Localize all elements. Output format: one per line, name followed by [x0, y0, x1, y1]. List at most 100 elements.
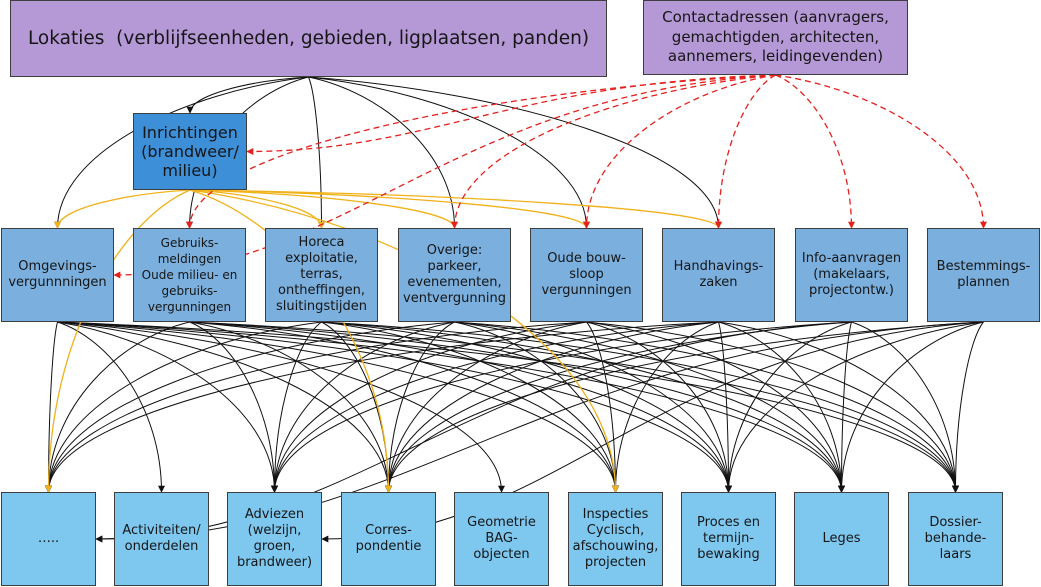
node-overig: ….. — [1, 492, 96, 586]
connector-arrow — [189, 321, 619, 493]
connector-arrow — [189, 321, 392, 493]
connector-arrow — [45, 321, 322, 493]
connector-arrow — [851, 321, 959, 493]
node-gebruiksmeldingen: Gebruiks- meldingen Oude milieu- en gebr… — [133, 228, 246, 322]
node-bestemmingsplannen: Bestemmings- plannen — [927, 228, 1040, 322]
connector-arrow — [57, 321, 165, 493]
node-lokaties: Lokaties (verblijfseenheden, gebieden, l… — [10, 0, 607, 77]
connector-arrow — [189, 321, 278, 493]
connector-arrow — [45, 321, 190, 493]
node-info-aanvragen: Info-aanvragen (makelaars, projectontw.) — [795, 228, 908, 322]
connector-arrow — [385, 321, 984, 493]
connector-arrow — [57, 321, 959, 493]
connector-arrow — [246, 74, 776, 155]
connector-arrow — [189, 321, 845, 493]
connector-arrow — [718, 321, 959, 493]
connector-arrow — [838, 321, 984, 493]
node-dossierbehandelaars: Dossier- behande- laars — [908, 492, 1003, 586]
connector-arrow — [45, 321, 58, 493]
node-label: Inspecties Cyclisch, afschouwing, projec… — [572, 507, 659, 570]
node-label: Info-aanvragen (makelaars, projectontw.) — [801, 251, 902, 298]
connector-arrow — [189, 321, 732, 493]
node-label: Horeca exploitatie, terras, ontheffingen… — [275, 235, 368, 314]
connector-arrow — [385, 321, 719, 493]
connector-arrow — [186, 76, 309, 114]
connector-arrow — [612, 321, 719, 493]
node-label: Gebruiks- meldingen Oude milieu- en gebr… — [141, 236, 238, 314]
connector-arrow — [321, 321, 959, 493]
connector-arrow — [586, 321, 845, 493]
connector-arrow — [454, 321, 732, 493]
connector-arrow — [321, 321, 619, 493]
connector-arrow — [454, 321, 619, 493]
connector-arrow — [454, 321, 845, 493]
node-omgevingsvergunningen: Omgevings- vergunnningen — [1, 228, 114, 322]
connector-arrow — [45, 321, 455, 493]
connector-arrow — [189, 189, 325, 229]
connector-arrow — [321, 321, 392, 493]
connector-arrow — [189, 189, 590, 229]
node-activiteiten: Activiteiten/ onderdelen — [114, 492, 209, 586]
connector-arrow — [321, 321, 845, 493]
connector-arrow — [57, 321, 392, 493]
node-label: Activiteiten/ onderdelen — [122, 523, 201, 554]
connector-arrow — [57, 321, 732, 493]
connector-arrow — [725, 321, 984, 493]
node-handhavingszaken: Handhavings- zaken — [662, 228, 775, 322]
connector-arrow — [775, 74, 987, 229]
node-correspondentie: Corres- pondentie — [341, 492, 436, 586]
connector-arrow — [385, 321, 587, 493]
node-label: Lokaties (verblijfseenheden, gebieden, l… — [27, 27, 590, 49]
connector-arrow — [586, 321, 619, 493]
connector-arrow — [271, 321, 322, 493]
connector-arrow — [715, 74, 776, 229]
connector-arrow — [308, 76, 325, 229]
connector-arrow — [838, 321, 852, 493]
connector-arrow — [454, 321, 959, 493]
connector-arrow — [271, 321, 719, 493]
connector-arrow — [586, 321, 959, 493]
connector-arrow — [583, 74, 776, 229]
connector-arrow — [775, 74, 855, 229]
connector-arrow — [57, 321, 845, 493]
node-leges: Leges — [794, 492, 889, 586]
connector-arrow — [271, 321, 455, 493]
connector-arrow — [271, 321, 852, 493]
node-oude-bouw-sloop: Oude bouw- sloop vergunningen — [530, 228, 643, 322]
connector-arrow — [385, 321, 455, 493]
node-label: Bestemmings- plannen — [936, 259, 1031, 290]
connector-arrow — [952, 321, 984, 493]
connector-arrow — [54, 189, 191, 229]
node-label: Corres- pondentie — [355, 523, 422, 554]
node-label: Leges — [822, 531, 861, 546]
connector-arrow — [57, 321, 619, 493]
connector-arrow — [57, 321, 278, 493]
connector-arrow — [385, 321, 852, 493]
node-proces-bewaking: Proces en termijn- bewaking — [681, 492, 776, 586]
node-label: Geometrie BAG- objecten — [467, 515, 536, 562]
connector-arrow — [308, 76, 722, 229]
node-contactadressen: Contactadressen (aanvragers, gemachtigde… — [643, 0, 908, 75]
node-label: Adviezen (welzijn, groen, brandweer) — [236, 507, 313, 570]
connector-arrow — [308, 76, 590, 229]
node-inspecties: Inspecties Cyclisch, afschouwing, projec… — [568, 492, 663, 586]
connector-arrow — [189, 189, 722, 229]
node-label: Proces en termijn- bewaking — [697, 515, 760, 562]
node-label: Inrichtingen (brandweer/ milieu) — [141, 123, 239, 180]
connector-arrow — [451, 74, 776, 229]
node-overige-vergunningen: Overige: parkeer, evenementen, ventvergu… — [398, 228, 511, 322]
connector-arrow — [189, 189, 458, 229]
node-label: Dossier- behande- laars — [924, 515, 987, 562]
connector-arrow — [45, 321, 719, 493]
node-label: Contactadressen (aanvragers, gemachtigde… — [662, 8, 889, 66]
connector-arrow — [271, 321, 587, 493]
node-adviezen: Adviezen (welzijn, groen, brandweer) — [227, 492, 322, 586]
node-horeca: Horeca exploitatie, terras, ontheffingen… — [265, 228, 378, 322]
connector-arrow — [321, 321, 732, 493]
node-label: Omgevings- vergunnningen — [8, 259, 107, 290]
connector-arrow — [186, 74, 776, 229]
connector-arrow — [725, 321, 852, 493]
node-inrichtingen: Inrichtingen (brandweer/ milieu) — [133, 113, 247, 190]
node-label: Handhavings- zaken — [673, 259, 764, 290]
